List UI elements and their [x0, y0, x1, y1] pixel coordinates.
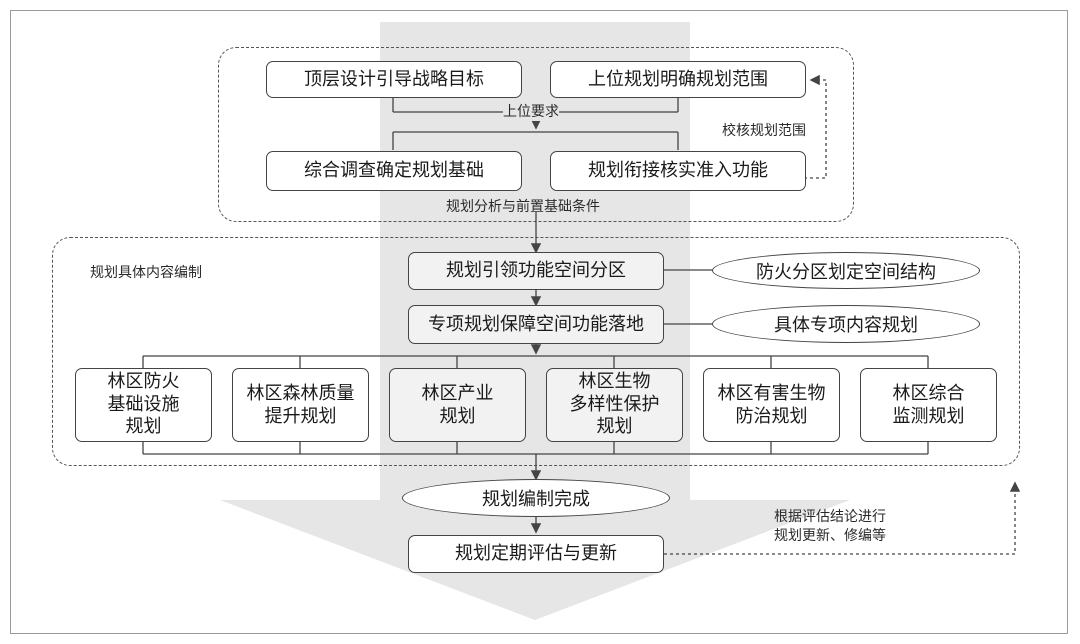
- special-content-oval: 具体专项内容规划: [712, 305, 980, 343]
- upper-plan-label: 上位规划明确规划范围: [588, 68, 768, 90]
- alignment-label: 规划衔接核实准入功能: [588, 160, 768, 182]
- feedback-line-2: 规划更新、修编等: [774, 527, 886, 544]
- special-plan-box: 专项规划保障空间功能落地: [408, 305, 664, 344]
- analysis-label: 规划分析与前置基础条件: [446, 199, 600, 215]
- feedback-line-1: 根据评估结论进行: [774, 509, 886, 525]
- forest-quality-box: 林区森林质量 提升规划: [232, 368, 369, 442]
- industry-label: 林区产业 规划: [421, 382, 494, 427]
- pest-control-box: 林区有害生物 防治规划: [703, 368, 840, 442]
- fire-zone-label: 防火分区划定空间结构: [756, 261, 936, 283]
- outer-frame: [10, 10, 1068, 634]
- monitoring-box: 林区综合 监测规划: [860, 368, 997, 442]
- forest-quality-label: 林区森林质量 提升规划: [246, 382, 355, 427]
- biodiversity-box: 林区生物 多样性保护 规划: [546, 368, 683, 442]
- top-design-label: 顶层设计引导战略目标: [304, 68, 484, 90]
- top-design-box: 顶层设计引导战略目标: [266, 61, 522, 98]
- biodiversity-label: 林区生物 多样性保护 规划: [569, 371, 660, 438]
- check-scope-label: 校核规划范围: [722, 123, 806, 139]
- evaluation-label: 规划定期评估与更新: [455, 543, 617, 565]
- requirement-label: 上位要求: [503, 101, 559, 121]
- fire-infrastructure-box: 林区防火 基础设施 规划: [75, 368, 212, 442]
- upper-plan-box: 上位规划明确规划范围: [550, 61, 806, 98]
- fire-infrastructure-label: 林区防火 基础设施 规划: [107, 371, 180, 438]
- zoning-box: 规划引领功能空间分区: [408, 252, 664, 290]
- special-plan-label: 专项规划保障空间功能落地: [428, 313, 644, 335]
- feedback-label: 根据评估结论进行 规划更新、修编等: [774, 508, 886, 546]
- plan-done-oval: 规划编制完成: [402, 479, 670, 517]
- plan-done-label: 规划编制完成: [482, 489, 590, 510]
- evaluation-box: 规划定期评估与更新: [408, 535, 664, 573]
- survey-label: 综合调查确定规划基础: [304, 160, 484, 182]
- stage2-title: 规划具体内容编制: [90, 265, 202, 281]
- alignment-box: 规划衔接核实准入功能: [550, 151, 806, 191]
- survey-box: 综合调查确定规划基础: [266, 151, 522, 191]
- fire-zone-oval: 防火分区划定空间结构: [712, 252, 980, 289]
- pest-control-label: 林区有害生物 防治规划: [717, 382, 826, 427]
- special-content-label: 具体专项内容规划: [774, 315, 918, 336]
- zoning-label: 规划引领功能空间分区: [446, 260, 626, 282]
- monitoring-label: 林区综合 监测规划: [892, 382, 965, 427]
- industry-box: 林区产业 规划: [389, 368, 526, 442]
